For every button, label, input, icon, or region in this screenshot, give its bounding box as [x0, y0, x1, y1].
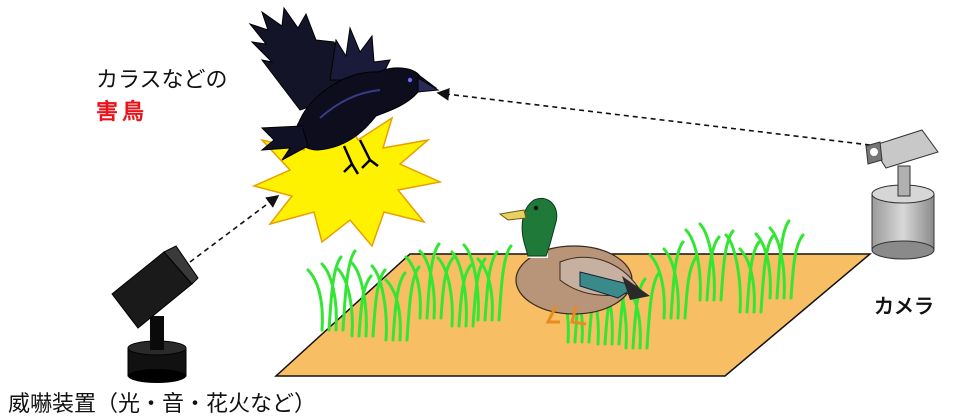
pest-bird-emphasis: 害鳥	[96, 94, 148, 126]
device-to-bird-arrow	[190, 196, 278, 262]
rice-plant-icon	[308, 270, 322, 330]
deterrent-device-label: 威嚇装置（光・音・花火など）	[8, 386, 316, 418]
camera-to-bird-arrow	[438, 93, 870, 145]
camera-label: カメラ	[874, 290, 934, 319]
deterrent-device-icon	[112, 246, 198, 383]
camera-icon	[866, 130, 938, 259]
pest-bird-label: カラスなどの	[96, 62, 228, 94]
